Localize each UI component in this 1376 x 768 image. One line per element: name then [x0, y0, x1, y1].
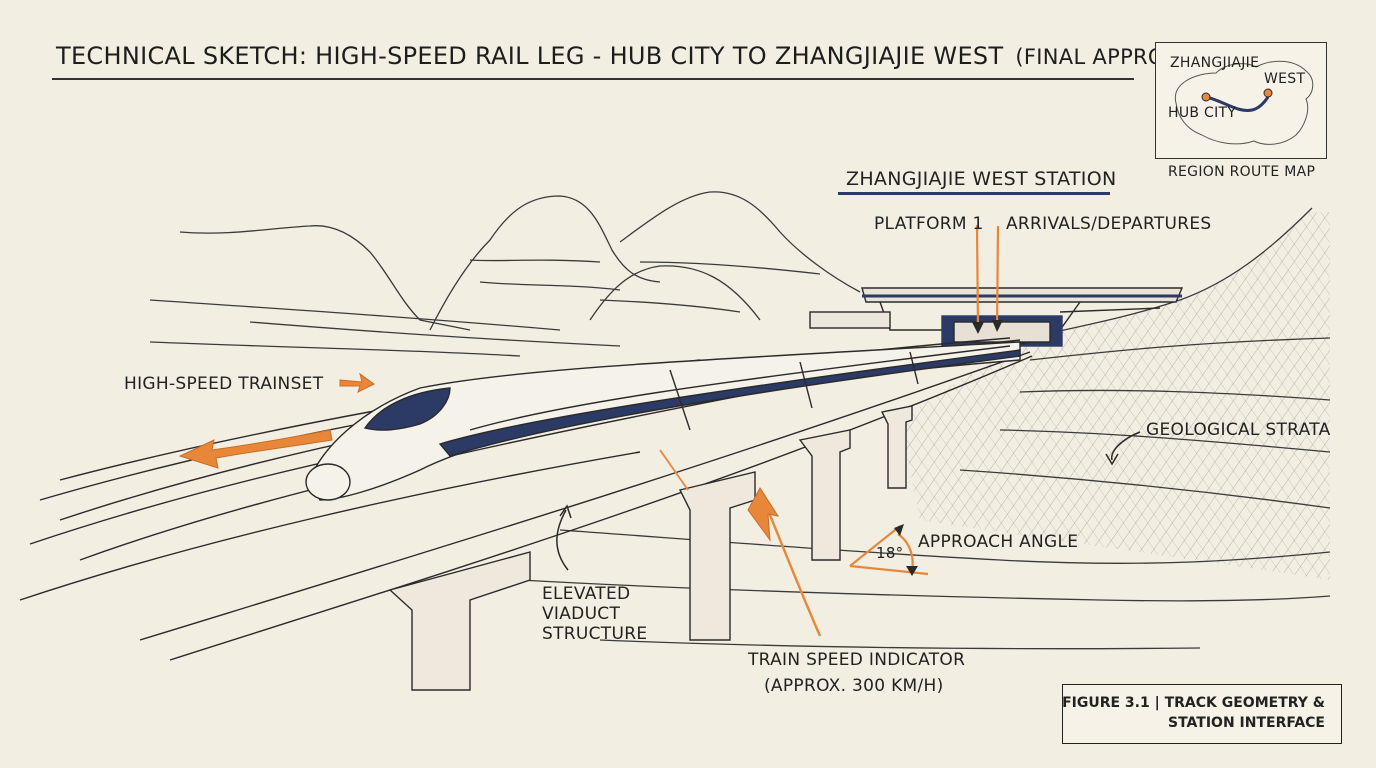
viaduct-label-line2: VIADUCT — [542, 604, 621, 624]
platform-label: PLATFORM 1 — [874, 214, 984, 234]
geological-strata-label: GEOLOGICAL STRATA — [1146, 420, 1331, 440]
map-caption: REGION ROUTE MAP — [1168, 164, 1316, 180]
map-origin: HUB CITY — [1168, 105, 1237, 121]
trainset-arrow — [339, 372, 375, 393]
speed-indicator-line1: TRAIN SPEED INDICATOR — [748, 650, 966, 670]
speed-indicator-arrow — [659, 449, 822, 637]
viaduct-label-line3: STRUCTURE — [542, 624, 648, 644]
title-underline — [52, 78, 1134, 80]
station-name: ZHANGJIAJIE WEST STATION — [846, 168, 1117, 190]
strata-pointer — [1111, 431, 1141, 461]
map-destination-line1: ZHANGJIAJIE — [1170, 55, 1260, 71]
mountain-range — [149, 191, 861, 357]
trainset-label: HIGH-SPEED TRAINSET — [124, 374, 324, 394]
map-outline-drawing — [1174, 60, 1314, 145]
viaduct-pointer — [556, 509, 569, 571]
viaduct-label-line1: ELEVATED — [542, 584, 631, 604]
viaduct-piers — [388, 405, 913, 691]
high-speed-train — [305, 341, 1021, 501]
map-destination-line2: WEST — [1264, 71, 1306, 87]
direction-arrow — [178, 429, 333, 469]
figure-caption-box: FIGURE 3.1 | TRACK GEOMETRY & STATION IN… — [1062, 684, 1342, 744]
station-name-underline — [838, 192, 1110, 195]
approach-angle-label: APPROACH ANGLE — [918, 532, 1079, 552]
title-main: TECHNICAL SKETCH: HIGH-SPEED RAIL LEG - … — [56, 42, 1004, 70]
figure-caption-line2: STATION INTERFACE — [1168, 715, 1325, 731]
geological-strata-drawing — [519, 207, 1331, 650]
approach-angle-value: 18° — [876, 544, 904, 562]
station-callout-arrows — [975, 224, 1000, 331]
figure-caption-line1: FIGURE 3.1 | TRACK GEOMETRY & — [1062, 695, 1325, 711]
arrivals-departures-label: ARRIVALS/DEPARTURES — [1006, 214, 1212, 234]
speed-indicator-line2: (APPROX. 300 KM/H) — [764, 676, 944, 696]
region-route-map: ZHANGJIAJIE WEST HUB CITY — [1155, 42, 1327, 159]
